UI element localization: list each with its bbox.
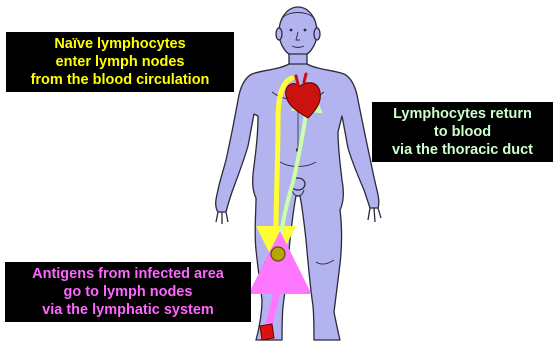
thoracic-duct-callout: Lymphocytes return to blood via the thor… xyxy=(372,102,553,162)
callout-line: via the lymphatic system xyxy=(11,301,245,319)
lymph-node xyxy=(271,247,285,261)
head xyxy=(279,7,317,57)
antigen-transport-callout: Antigens from infected area go to lymph … xyxy=(5,262,251,322)
callout-line: Lymphocytes return xyxy=(378,105,547,123)
callout-line: enter lymph nodes xyxy=(12,53,228,71)
callout-line: go to lymph nodes xyxy=(11,283,245,301)
callout-line: Naïve lymphocytes xyxy=(12,35,228,53)
callout-line: from the blood circulation xyxy=(12,71,228,89)
infection-site xyxy=(260,324,274,340)
callout-line: via the thoracic duct xyxy=(378,141,547,159)
callout-line: to blood xyxy=(378,123,547,141)
callout-line: Antigens from infected area xyxy=(11,265,245,283)
naive-lymphocytes-callout: Naïve lymphocytes enter lymph nodes from… xyxy=(6,32,234,92)
